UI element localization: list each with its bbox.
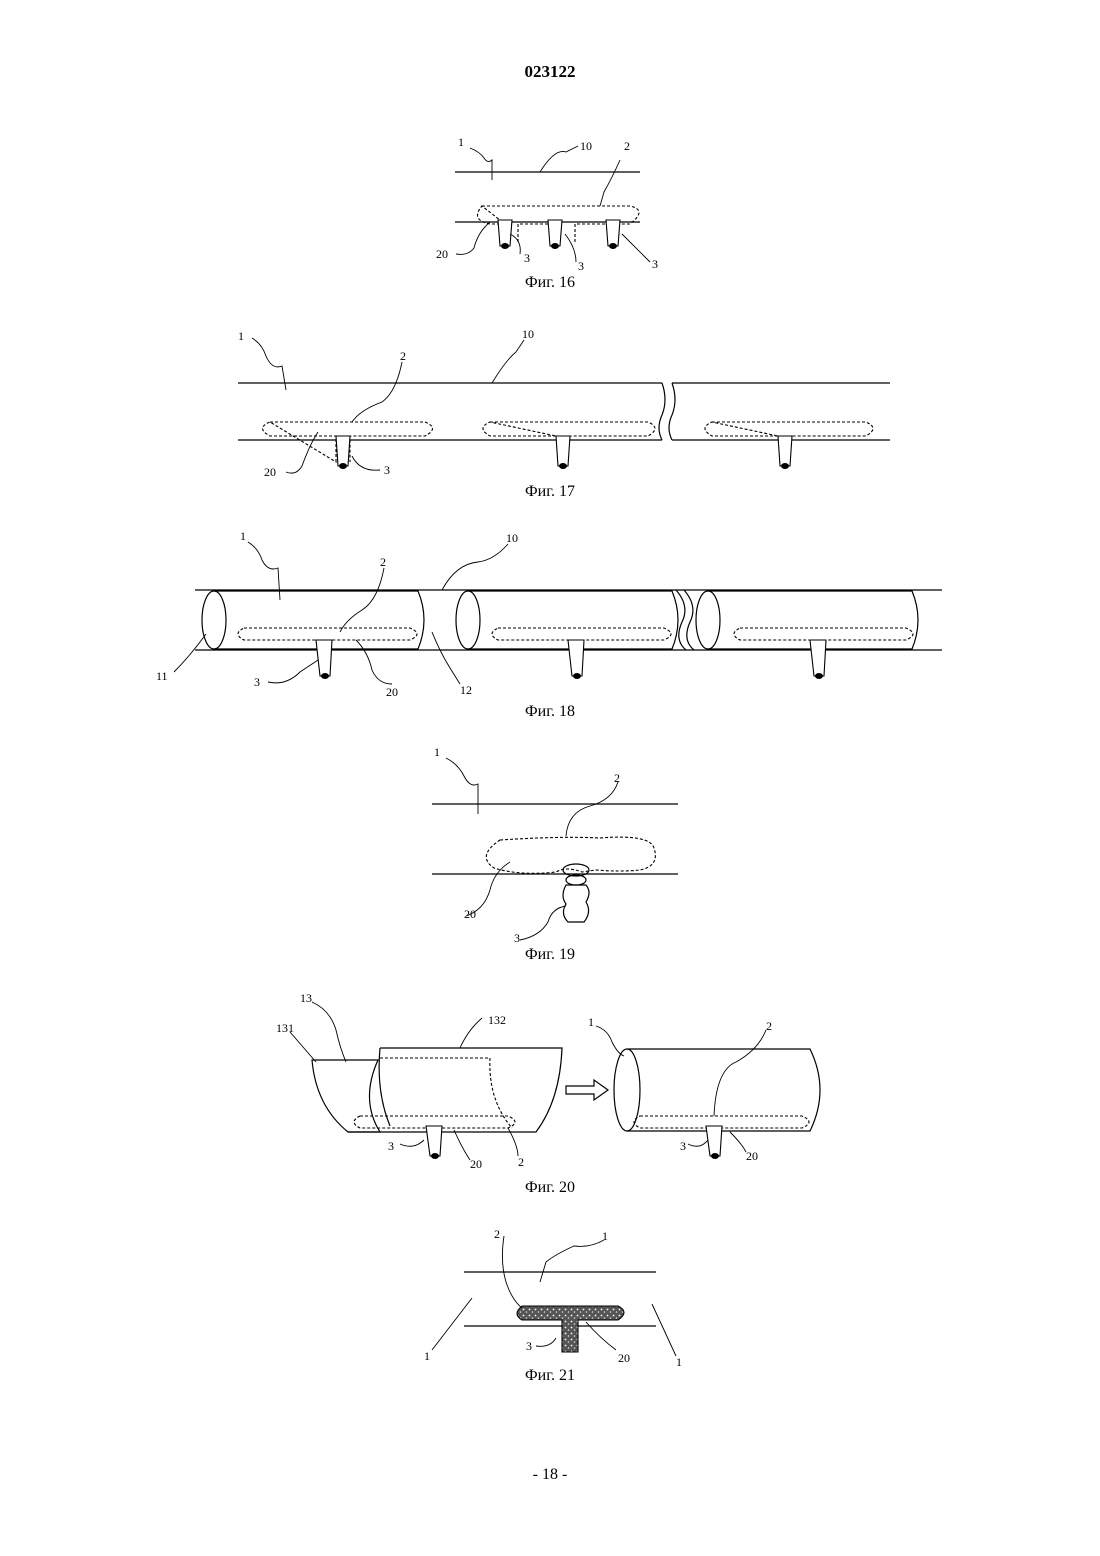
fig21-label-3: 3 [526, 1339, 532, 1353]
fig20-label-20a: 20 [470, 1157, 482, 1171]
figure-16-drawing: 1 10 2 20 3 3 3 [0, 130, 1100, 280]
fig20-label-2a: 2 [518, 1155, 524, 1169]
figure-19-caption: Фиг. 19 [0, 946, 1100, 964]
figure-18-drawing: 1 10 2 11 3 20 12 [0, 525, 1100, 705]
fig18-label-2: 2 [380, 555, 386, 569]
fig17-label-10: 10 [522, 327, 534, 341]
figure-17-caption: Фиг. 17 [0, 483, 1100, 501]
fig19-label-2: 2 [614, 771, 620, 785]
fig21-label-20: 20 [618, 1351, 630, 1365]
fig17-label-20: 20 [264, 465, 276, 479]
fig21-label-2: 2 [494, 1227, 500, 1241]
figure-17-drawing: 1 10 2 20 3 [0, 320, 1100, 485]
fig17-label-1: 1 [238, 329, 244, 343]
figure-21-drawing: 2 1 1 3 20 1 [0, 1220, 1100, 1370]
fig20-label-3a: 3 [388, 1139, 394, 1153]
fig18-label-11: 11 [156, 669, 168, 683]
fig21-label-1-left: 1 [424, 1349, 430, 1363]
fig19-label-20: 20 [464, 907, 476, 921]
figure-21-caption: Фиг. 21 [0, 1367, 1100, 1385]
fig21-label-1-top: 1 [602, 1229, 608, 1243]
fig20-label-3b: 3 [680, 1139, 686, 1153]
figure-20-caption: Фиг. 20 [0, 1179, 1100, 1197]
fig20-label-2b: 2 [766, 1019, 772, 1033]
fig20-label-20b: 20 [746, 1149, 758, 1163]
figure-19-drawing: 1 2 20 3 [0, 740, 1100, 945]
fig16-label-2: 2 [624, 139, 630, 153]
fig18-label-10: 10 [506, 531, 518, 545]
fig16-label-10: 10 [580, 139, 592, 153]
fig18-label-3: 3 [254, 675, 260, 689]
document-number: 023122 [0, 62, 1100, 82]
fig16-label-3b: 3 [578, 259, 584, 273]
fig19-label-3: 3 [514, 931, 520, 945]
fig18-label-1: 1 [240, 529, 246, 543]
fig20-label-1: 1 [588, 1015, 594, 1029]
fig16-label-20: 20 [436, 247, 448, 261]
fig16-label-3a: 3 [524, 251, 530, 265]
fig17-label-3: 3 [384, 463, 390, 477]
fig16-label-3c: 3 [652, 257, 658, 271]
figure-16-caption: Фиг. 16 [0, 274, 1100, 292]
fig16-label-1: 1 [458, 135, 464, 149]
figure-20-drawing: 13 131 132 3 20 2 1 2 3 20 [0, 985, 1100, 1180]
fig20-label-132: 132 [488, 1013, 506, 1027]
fig18-label-20: 20 [386, 685, 398, 699]
fig19-label-1: 1 [434, 745, 440, 759]
fig18-label-12: 12 [460, 683, 472, 697]
page-number: - 18 - [0, 1466, 1100, 1484]
figure-18-caption: Фиг. 18 [0, 703, 1100, 721]
fig17-label-2: 2 [400, 349, 406, 363]
fig20-label-13: 13 [300, 991, 312, 1005]
fig20-label-131: 131 [276, 1021, 294, 1035]
